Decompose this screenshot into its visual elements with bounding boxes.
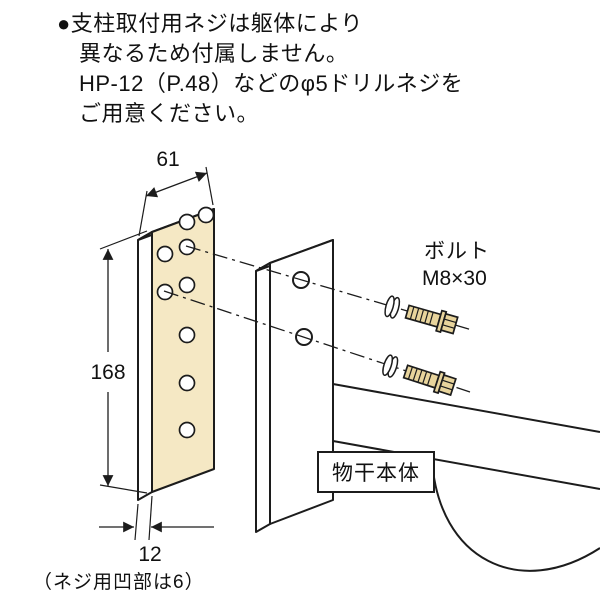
body-label-frame	[317, 451, 435, 493]
bolt-hex-head	[439, 312, 459, 335]
dimension-arrow-line	[145, 171, 208, 198]
dimension-thickness: 12	[99, 495, 214, 566]
note-line-1: ●支柱取付用ネジは躯体により	[57, 11, 363, 36]
holder-arm	[332, 383, 600, 572]
washer-front	[384, 295, 395, 318]
instruction-note: ●支柱取付用ネジは躯体により 異なるため付属しません。 HP-12（P.48）な…	[57, 9, 463, 129]
bolt-threads	[407, 366, 433, 386]
plate-hole	[197, 206, 215, 224]
extension-line	[99, 484, 148, 494]
center-line-2	[163, 290, 471, 393]
plate-hole	[178, 374, 196, 392]
thickness-value: 12	[138, 543, 161, 566]
extension-line	[99, 230, 148, 250]
extension-line	[134, 503, 139, 541]
hex-facet-line	[444, 318, 457, 324]
washer-1	[384, 295, 401, 319]
plate-hole	[178, 276, 196, 294]
washer-front	[382, 354, 394, 377]
dimension-width: 61	[138, 148, 214, 237]
note-line-4: ご用意ください。	[79, 101, 260, 126]
extension-line	[205, 166, 214, 206]
note-line-2: 異なるため付属しません。	[79, 41, 349, 66]
center-line-1	[185, 245, 473, 331]
hex-facet-line	[442, 324, 455, 329]
hex-facet-line	[442, 379, 455, 385]
mounting-plate	[137, 206, 215, 501]
bolt-threads	[409, 306, 434, 325]
bolt-label: ボルト	[424, 240, 490, 263]
dimension-height: 168	[90, 230, 148, 494]
washer-2	[382, 354, 399, 378]
bolt-size-label: M8×30	[422, 267, 487, 290]
note-line-3: HP-12（P.48）などのφ5ドリルネジを	[79, 71, 464, 96]
bolt-2	[402, 364, 457, 397]
plate-holes	[156, 206, 215, 439]
plate-hole	[178, 421, 196, 439]
plate-hole	[178, 326, 196, 344]
extension-line	[148, 495, 153, 541]
arm-top-edge	[332, 383, 600, 433]
thickness-note: （ネジ用凹部は6）	[33, 571, 205, 593]
arm-lower-edge	[332, 440, 600, 490]
bolt-center-lines	[163, 245, 473, 393]
arm-rounded-end	[431, 458, 600, 572]
plate-side-face	[137, 231, 153, 501]
body-label: 物干本体	[332, 462, 420, 485]
plate-hole	[156, 245, 174, 263]
extension-line	[138, 190, 148, 237]
hex-facet-line	[440, 385, 453, 391]
bracket-side-face	[255, 262, 271, 533]
body-label-box: 物干本体	[317, 451, 435, 493]
bolt-1	[404, 304, 459, 335]
width-value: 61	[156, 148, 179, 171]
height-value: 168	[90, 361, 125, 384]
plate-hole	[178, 238, 196, 256]
plate-hole	[178, 213, 196, 231]
